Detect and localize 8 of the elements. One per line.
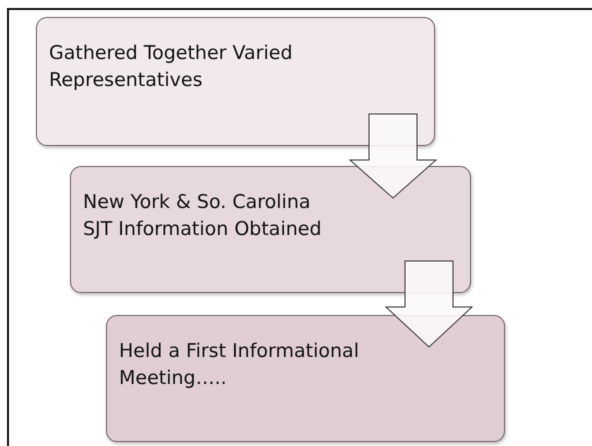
process-box: [36, 17, 435, 146]
block-arrow: [348, 114, 438, 199]
step-text: Held a First Informational Meeting…..: [119, 339, 360, 391]
step-text: Gathered Together Varied Representatives: [49, 41, 294, 93]
process-box: [106, 315, 505, 442]
step-text: New York & So. Carolina SJT Information Obtained: [83, 190, 323, 242]
block-arrow: [384, 260, 474, 348]
process-box: [70, 166, 471, 293]
